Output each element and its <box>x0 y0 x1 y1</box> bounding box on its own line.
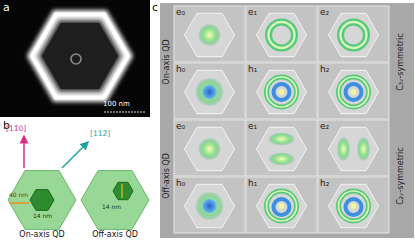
row-label: On-axis QD <box>163 39 171 84</box>
nanowire-hexagon <box>329 70 379 113</box>
nanowire-hexagon <box>329 127 379 170</box>
wave-ring <box>341 22 367 48</box>
wave-blob <box>199 138 221 160</box>
state-label: e₀ <box>176 122 185 131</box>
wave-blob <box>279 89 285 95</box>
panel-letter: a <box>3 2 10 13</box>
wave-ring <box>339 191 369 221</box>
cell-ground <box>318 120 389 176</box>
wave-ring <box>267 77 297 107</box>
wave-cell <box>318 120 389 176</box>
wave-ring <box>274 84 290 100</box>
panel-c-ground <box>160 3 414 238</box>
wave-ring <box>269 22 295 48</box>
panel-letter: c <box>152 2 158 13</box>
nanowire-hexagon <box>257 70 307 113</box>
symmetry-label: C₂ᵥ-symmetric <box>397 147 405 204</box>
wave-cell <box>318 6 389 62</box>
cell-ground <box>246 6 317 62</box>
state-label: h₂ <box>320 179 329 188</box>
scale-bar-label: 100 nm <box>103 101 130 108</box>
axis-label: [112̄] <box>90 130 110 138</box>
nanowire-hexagon <box>185 13 235 56</box>
cell-ground <box>174 177 245 233</box>
wave-cell <box>174 177 245 233</box>
qd-schematic <box>8 136 149 229</box>
wave-blob <box>202 198 218 214</box>
row-label: Off-axis QD <box>163 153 171 199</box>
wave-ring <box>346 84 362 100</box>
wave-ring <box>341 22 367 48</box>
cell-ground <box>174 63 245 119</box>
wave-ring <box>339 77 369 107</box>
wave-lobe <box>337 137 350 161</box>
state-label: h₁ <box>248 179 257 188</box>
sem-image <box>0 0 150 117</box>
nanowire-hexagon <box>257 127 307 170</box>
state-label: h₀ <box>176 65 185 74</box>
qd-label: On-axis QD <box>19 231 64 239</box>
wave-blob <box>196 192 224 220</box>
cell-ground <box>318 177 389 233</box>
wave-blob <box>279 203 285 209</box>
wave-ring <box>269 22 295 48</box>
state-label: e₂ <box>320 8 329 17</box>
wave-ring <box>267 191 297 221</box>
state-label: h₀ <box>176 179 185 188</box>
cell-ground <box>246 120 317 176</box>
state-label: h₁ <box>248 65 257 74</box>
cell-ground <box>174 6 245 62</box>
nanowire-hexagon <box>185 184 235 227</box>
state-label: e₁ <box>248 8 257 17</box>
symmetry-label: C₃ᵥ-symmetric <box>397 33 405 90</box>
wave-cell <box>174 63 245 119</box>
dimension-label: 14 nm <box>102 204 121 210</box>
wave-blob <box>351 203 357 209</box>
wave-ring <box>267 77 297 107</box>
wave-lobe <box>269 133 295 146</box>
wave-ring <box>267 191 297 221</box>
wave-lobe <box>357 137 370 161</box>
nanowire-hexagon <box>185 70 235 113</box>
nanowire-hexagon <box>329 184 379 227</box>
axis-label: [11̄0] <box>6 125 26 133</box>
wave-ring <box>346 199 362 215</box>
wave-cell <box>246 6 317 62</box>
wavefunction-grid <box>174 6 389 233</box>
wave-blob <box>196 78 224 106</box>
nanowire-hexagon <box>185 127 235 170</box>
nanowire-hexagon <box>257 13 307 56</box>
cell-ground <box>246 177 317 233</box>
wave-ring <box>339 191 369 221</box>
state-label: e₂ <box>320 122 329 131</box>
wave-cell <box>174 120 245 176</box>
wave-cell <box>246 63 317 119</box>
wave-ring <box>274 199 290 215</box>
wave-cell <box>174 6 245 62</box>
dimension-label: 14 nm <box>33 213 52 219</box>
wave-cell <box>318 177 389 233</box>
wave-cell <box>246 120 317 176</box>
wave-cell <box>246 177 317 233</box>
state-label: e₁ <box>248 122 257 131</box>
cell-ground <box>246 63 317 119</box>
nanowire-hexagon <box>257 184 307 227</box>
wave-blob <box>199 24 221 46</box>
wave-blob <box>351 89 357 95</box>
cell-ground <box>174 120 245 176</box>
nanowire-hexagon <box>329 13 379 56</box>
state-label: e₀ <box>176 8 185 17</box>
state-label: h₂ <box>320 65 329 74</box>
dimension-label: 40 nm <box>9 192 28 198</box>
qd-label: Off-axis QD <box>92 231 138 239</box>
cell-ground <box>318 63 389 119</box>
wave-cell <box>318 63 389 119</box>
wave-ring <box>339 77 369 107</box>
wave-lobe <box>269 153 295 166</box>
cell-ground <box>318 6 389 62</box>
wave-blob <box>202 84 218 100</box>
